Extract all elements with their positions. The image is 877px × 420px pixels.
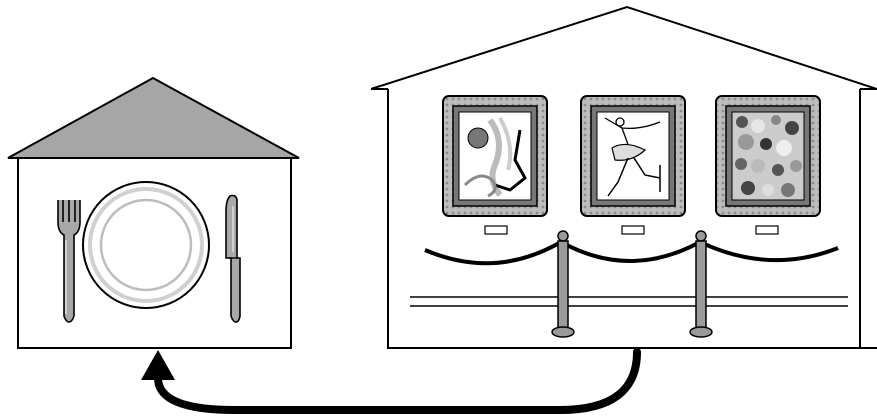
dots-painting-icon (715, 95, 821, 235)
knife-icon (225, 194, 241, 323)
abstract-painting-icon (442, 95, 548, 235)
museum-roof (370, 5, 877, 90)
restaurant-roof (7, 76, 300, 159)
velvet-rope-icon (424, 230, 839, 338)
stanchion-post-2 (689, 230, 713, 338)
museum-building-icon (370, 5, 877, 349)
stanchion-post-1 (551, 230, 575, 338)
plate-icon (82, 181, 210, 309)
ballerina-painting-icon (580, 95, 686, 235)
museum-wall (387, 89, 877, 349)
curved-arrow-icon (141, 348, 641, 414)
restaurant-building-icon (7, 76, 300, 349)
fork-icon (57, 200, 81, 323)
